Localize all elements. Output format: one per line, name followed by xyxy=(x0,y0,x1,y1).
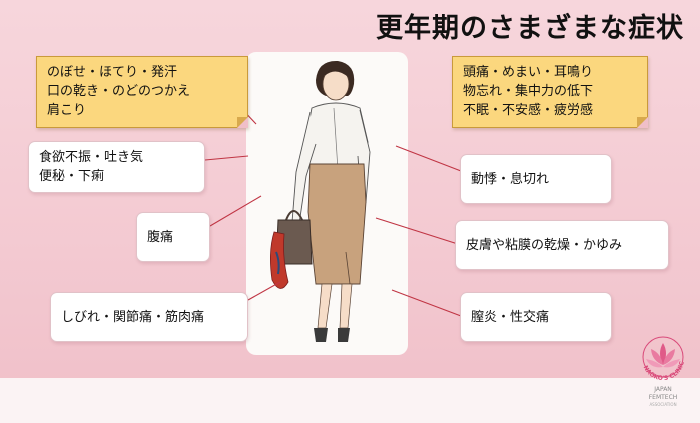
callout-appetite: 食欲不振・吐き気 便秘・下痢 xyxy=(28,141,205,193)
illustration-card xyxy=(246,52,408,355)
logo-org-line-2: FEMTECH xyxy=(649,394,678,401)
leader-line-palpitation xyxy=(395,145,462,172)
clinic-logo: NAOKO'S CLINIC JAPAN FEMTECH ASSOCIATION xyxy=(632,335,694,421)
callout-skin-label: 皮膚や粘膜の乾燥・かゆみ xyxy=(466,237,623,253)
callout-vaginitis-label: 膣炎・性交痛 xyxy=(471,309,550,325)
page-title: 更年期のさまざまな症状 xyxy=(376,13,684,44)
callout-appetite-line-1: 食欲不振・吐き気 xyxy=(39,150,144,165)
callout-appetite-line-2: 便秘・下痢 xyxy=(39,169,105,184)
bottom-band xyxy=(0,378,700,423)
note-headache-line-1: 頭痛・めまい・耳鳴り xyxy=(463,65,594,80)
callout-palpitation: 動悸・息切れ xyxy=(460,154,612,204)
note-hot-flash-line-3: 肩こり xyxy=(47,103,87,118)
logo-org-line-3: ASSOCIATION xyxy=(649,402,676,407)
callout-vaginitis: 膣炎・性交痛 xyxy=(460,292,612,342)
callout-palpitation-label: 動悸・息切れ xyxy=(471,171,550,187)
note-hot-flash-line-1: のぼせ・ほてり・発汗 xyxy=(47,65,178,80)
leader-line-appetite xyxy=(204,155,249,161)
callout-joints-label: しびれ・関節痛・筋肉痛 xyxy=(61,309,205,325)
note-hot-flash: のぼせ・ほてり・発汗 口の乾き・のどのつかえ 肩こり xyxy=(36,56,248,128)
leader-line-skin xyxy=(375,217,462,246)
leader-line-stomach xyxy=(209,195,262,227)
woman-illustration xyxy=(270,60,371,342)
logo-org-line-1: JAPAN xyxy=(653,386,672,393)
leader-line-joints xyxy=(247,281,281,301)
lotus-logo-icon: NAOKO'S CLINIC JAPAN FEMTECH ASSOCIATION xyxy=(642,336,686,407)
leader-line-vaginitis xyxy=(391,289,462,317)
callout-skin: 皮膚や粘膜の乾燥・かゆみ xyxy=(455,220,669,270)
note-hot-flash-line-2: 口の乾き・のどのつかえ xyxy=(47,84,191,99)
note-headache-line-2: 物忘れ・集中力の低下 xyxy=(463,84,594,99)
note-headache-line-3: 不眠・不安感・疲労感 xyxy=(463,103,594,118)
callout-stomach-label: 腹痛 xyxy=(147,229,174,245)
note-headache: 頭痛・めまい・耳鳴り 物忘れ・集中力の低下 不眠・不安感・疲労感 xyxy=(452,56,648,128)
callout-stomach: 腹痛 xyxy=(136,212,210,262)
callout-joints: しびれ・関節痛・筋肉痛 xyxy=(50,292,248,342)
